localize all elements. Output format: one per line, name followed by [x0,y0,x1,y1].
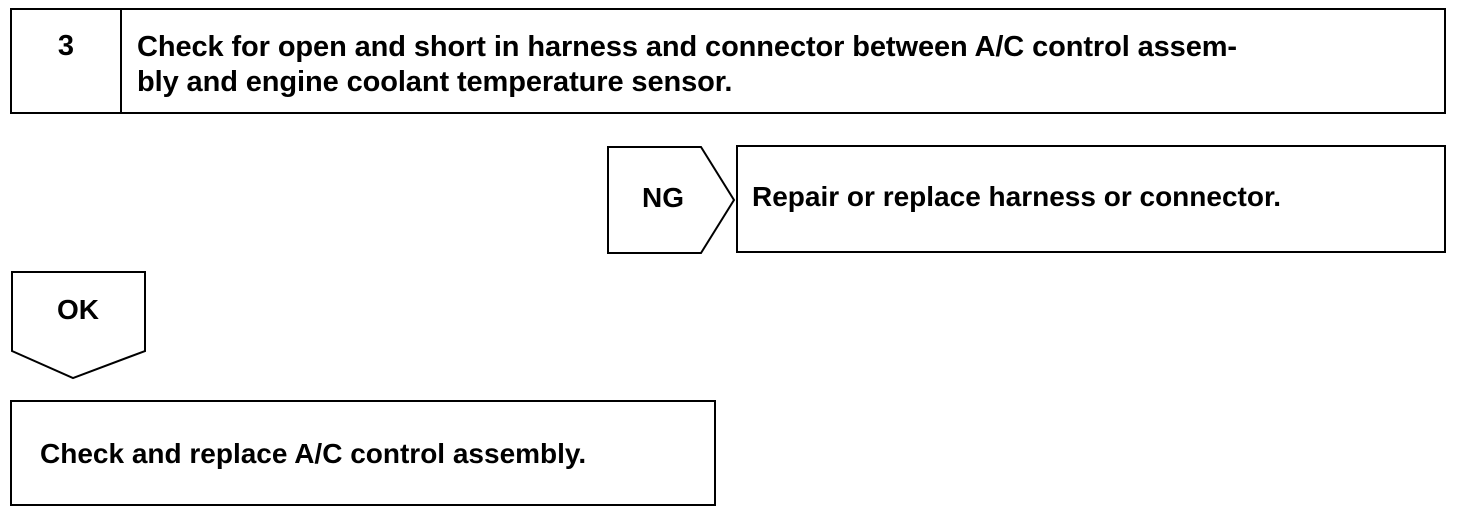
step-number: 3 [57,30,75,62]
step-number-cell: 3 [12,10,122,112]
step-description-line-2: bly and engine coolant temperature senso… [137,66,733,98]
ok-arrow-shape [11,271,146,380]
step-description: Check for open and short in harness and … [137,30,1432,100]
step-box: 3 Check for open and short in harness an… [10,8,1446,114]
step-description-line-1: Check for open and short in harness and … [137,31,1237,63]
ng-action-box: Repair or replace harness or connector. [736,145,1446,253]
ng-arrow-shape [607,146,736,254]
ng-action-text: Repair or replace harness or connector. [752,181,1282,212]
ng-label: NG [642,182,684,213]
ok-label: OK [57,294,99,325]
ok-action-text: Check and replace A/C control assembly. [40,438,587,469]
ok-action-box: Check and replace A/C control assembly. [10,400,716,506]
